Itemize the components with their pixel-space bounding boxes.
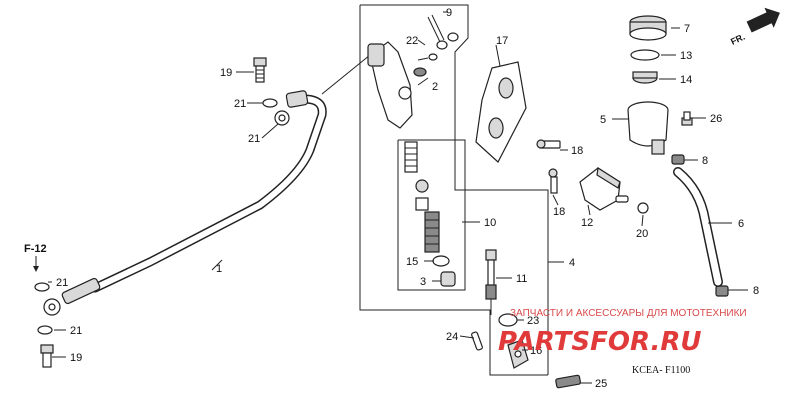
callout-22: 22 [406, 35, 418, 47]
callout-14: 14 [680, 74, 692, 86]
washer-21-lower-a [34, 282, 50, 292]
bleeder-fitting [427, 14, 459, 61]
callout-9: 9 [446, 7, 452, 19]
reservoir-tank [627, 101, 669, 155]
pin-25 [555, 374, 581, 389]
callout-17: 17 [496, 35, 508, 47]
reference-f12: F-12 [24, 243, 47, 255]
watermark-text: ЗАПЧАСТИ И АКСЕССУАРЫ ДЛЯ МОТОТЕХНИКИ [510, 308, 747, 319]
callout-5: 5 [600, 114, 606, 126]
callout-23: 23 [527, 315, 539, 327]
callout-15: 15 [406, 256, 418, 268]
callout-4: 4 [569, 257, 575, 269]
callout-8-lower: 8 [753, 285, 759, 297]
callout-18-upper: 18 [571, 145, 583, 157]
bolt-19-bottom [40, 344, 54, 368]
part-3-cup [440, 271, 456, 287]
bolt-18-upper [536, 139, 561, 149]
cap-plate [630, 49, 660, 61]
callout-8-upper: 8 [702, 155, 708, 167]
hose-clamp [579, 166, 629, 211]
callout-25: 25 [595, 378, 607, 390]
callout-18-lower: 18 [553, 206, 565, 218]
cotter-pin-24 [471, 331, 483, 351]
callout-21-c: 21 [56, 277, 68, 289]
callout-10: 10 [484, 217, 496, 229]
callout-7: 7 [684, 23, 690, 35]
reservoir-hose [673, 167, 723, 287]
reservoir-cap [629, 15, 667, 41]
callout-1: 1 [216, 263, 222, 275]
callout-3: 3 [420, 276, 426, 288]
diaphragm [632, 71, 658, 84]
washer-21-top [262, 98, 278, 108]
front-direction-arrow-icon [746, 7, 780, 33]
diagram-code: KCEA- F1100 [632, 365, 690, 376]
callout-21-b: 21 [248, 133, 260, 145]
brake-hose [43, 90, 327, 316]
hose-clip-lower [715, 285, 729, 297]
piston-kit [404, 141, 450, 267]
leader-lines [48, 11, 748, 384]
callout-11: 11 [516, 273, 527, 285]
washer-21-lower-b [37, 325, 53, 335]
hose-clip-upper [671, 154, 685, 165]
callout-24: 24 [446, 331, 458, 343]
callout-16: 16 [530, 345, 542, 357]
clevis-16 [507, 339, 529, 369]
screw-20 [637, 202, 649, 214]
callout-26: 26 [710, 113, 722, 125]
front-direction-label: FR. [729, 32, 746, 47]
bolt-19-top [253, 57, 267, 83]
callout-labels: 1 2 3 4 5 6 7 8 8 9 10 11 12 13 14 15 16… [56, 7, 759, 390]
callout-20: 20 [636, 228, 648, 240]
callout-12: 12 [581, 217, 593, 229]
push-rod [485, 249, 497, 315]
callout-21-a: 21 [234, 98, 246, 110]
callout-13: 13 [680, 50, 692, 62]
bolt-18-lower [548, 168, 558, 194]
assembly-outline [359, 4, 549, 376]
callout-2: 2 [432, 81, 438, 93]
watermark-brand: PARTSFOR.RU [498, 327, 701, 357]
master-cylinder-body [367, 41, 427, 129]
callout-6: 6 [738, 218, 744, 230]
callout-19-lower: 19 [70, 352, 82, 364]
callout-19-upper: 19 [220, 67, 232, 79]
mounting-bracket [475, 61, 527, 163]
hose-connection-line [321, 54, 371, 95]
screw-26 [681, 111, 693, 126]
callout-21-d: 21 [70, 325, 82, 337]
reference-arrow-icon [33, 266, 39, 272]
